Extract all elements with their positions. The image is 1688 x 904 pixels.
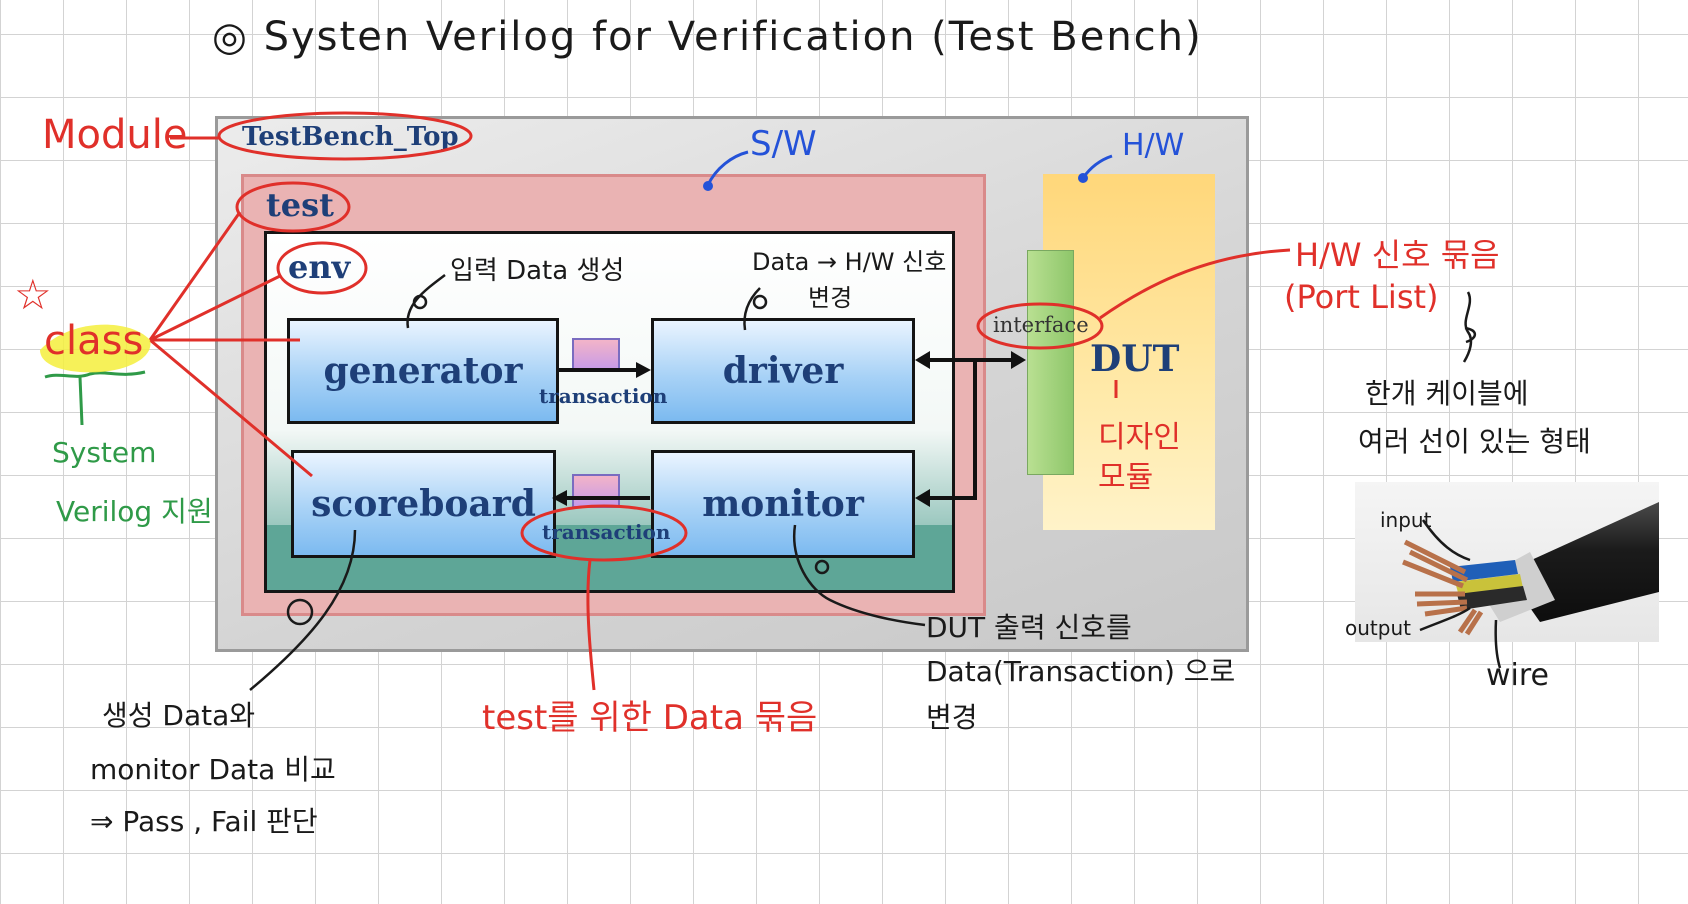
page-title: ◎ Systen Verilog for Verification (Test … (212, 14, 1203, 60)
scoreboard-note-1: 생성 Data와 (102, 699, 256, 732)
test-ellipse (235, 181, 351, 233)
scoreboard-block: scoreboard (291, 450, 556, 558)
class-highlight (40, 324, 151, 373)
transaction-ellipse (520, 504, 688, 562)
sw-note: S/W (750, 124, 817, 164)
generator-note: 입력 Data 생성 (450, 256, 625, 286)
module-note: Module (42, 112, 188, 158)
scoreboard-note-3: ⇒ Pass , Fail 판단 (90, 805, 318, 838)
interface-monitor-arrow (928, 360, 977, 500)
monitor-note-2: Data(Transaction) 으로 (926, 655, 1236, 688)
cable-wire-label: wire (1486, 658, 1550, 693)
transaction-note: test를 위한 Data 묶음 (482, 698, 818, 738)
design-module-note-2: 모듈 (1098, 460, 1154, 495)
scoreboard-label: scoreboard (311, 483, 536, 525)
monitor-label: monitor (702, 483, 864, 525)
design-module-note-1: 디자인 (1098, 420, 1181, 455)
generator-block: generator (287, 318, 559, 424)
monitor-note-1: DUT 출력 신호를 (926, 611, 1132, 644)
interface-box (1027, 250, 1074, 475)
system-verilog-note-1: System (52, 436, 157, 469)
driver-label: driver (722, 350, 844, 392)
system-verilog-note-2: Verilog 지원 (56, 495, 213, 528)
interface-ellipse (976, 302, 1104, 350)
scoreboard-note-2: monitor Data 비교 (90, 753, 336, 786)
interface-label: interface (993, 313, 1089, 337)
env-label: env (288, 248, 351, 286)
driver-note-2: 변경 (808, 284, 853, 312)
cable-note-1: 한개 케이블에 (1365, 377, 1529, 410)
cable-illustration (1402, 502, 1659, 636)
class-note: class (44, 318, 144, 364)
hw-bundle-note-2: (Port List) (1284, 278, 1439, 316)
driver-block: driver (651, 318, 915, 424)
transaction-label-top: transaction (539, 384, 668, 408)
star-mark: ☆ (14, 270, 52, 319)
hw-note: H/W (1122, 128, 1185, 163)
cable-input-label: input (1380, 508, 1432, 532)
test-label: test (266, 186, 334, 224)
testbench-top-label: TestBench_Top (242, 122, 459, 152)
env-ellipse (276, 241, 368, 295)
topbench-ellipse (217, 111, 473, 161)
monitor-note-3: 변경 (926, 701, 978, 734)
cable-output-label: output (1345, 616, 1411, 640)
dut-label: DUT (1090, 338, 1180, 380)
generator-label: generator (323, 350, 523, 392)
cable-photo (1355, 482, 1659, 642)
transaction-label-bottom: transaction (542, 520, 671, 544)
driver-note-1: Data → H/W 신호 (752, 248, 947, 276)
hw-bundle-note-1: H/W 신호 묶음 (1295, 236, 1500, 274)
cable-note-2: 여러 선이 있는 형태 (1358, 425, 1591, 458)
monitor-block: monitor (651, 450, 915, 558)
